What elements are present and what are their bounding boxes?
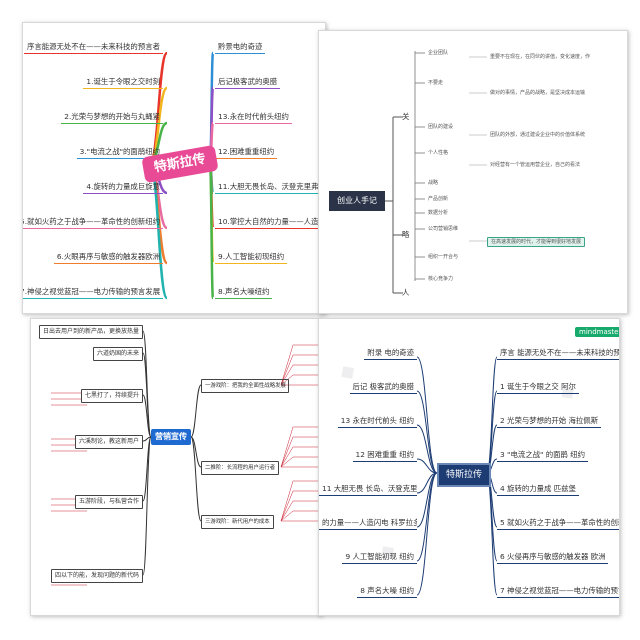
leaf-line bbox=[280, 364, 294, 386]
mindmaster-central-topic[interactable]: 特斯拉传 bbox=[437, 463, 491, 487]
leaf-line bbox=[280, 374, 294, 386]
branch-line bbox=[142, 436, 152, 442]
leaf-line bbox=[280, 500, 294, 522]
tree-sub-node[interactable]: 企业团队 bbox=[428, 50, 449, 56]
tree-sub-node[interactable]: 团队的建设 bbox=[428, 124, 454, 130]
tree-sub-node[interactable]: 产品创新 bbox=[428, 196, 449, 202]
mindmap-panel-colorful: 序言能源无处不在——未来科技的预言者 1.诞生于令眼之交时刻 2.光荣与梦想的开始与… bbox=[22, 22, 326, 314]
tree-sub-node[interactable]: 核心竞争力 bbox=[428, 276, 454, 282]
tree-sub-node[interactable]: 个人性格 bbox=[428, 150, 449, 156]
right-topic-node[interactable]: 12.困难重重纽约 bbox=[215, 146, 278, 159]
branch-line bbox=[190, 384, 202, 438]
branch-line bbox=[142, 330, 152, 438]
tree-detail-node[interactable]: 在高速发展的时代，才能得到很好地发展 bbox=[487, 237, 586, 247]
branch-line bbox=[486, 472, 498, 596]
tree-sub-node[interactable]: 不要走 bbox=[428, 80, 444, 86]
mindmaster-right-node[interactable]: 6 火侵再序与敏感的触发器 欧洲 bbox=[497, 551, 609, 564]
leaf-line bbox=[280, 354, 294, 386]
mindmaster-right-node[interactable]: 7 神侵之视觉蓝冠——电力传输的预言发展 bbox=[497, 585, 619, 598]
mindmap-panel-marketing: 营销宣传 日出去用户到的新产品，更换放热量六道奶国的未来七黑打了，持续提升六溪制… bbox=[30, 318, 322, 616]
tree-detail-node[interactable]: 对经营有一个管运用营企业，自己的看法 bbox=[490, 162, 581, 168]
tree-detail-node[interactable]: 做对的事情，产品的战略，是坚决成本运输 bbox=[490, 90, 586, 96]
branch-line bbox=[416, 356, 438, 474]
branch-line bbox=[416, 424, 438, 474]
tree-branch-node[interactable]: 略 bbox=[402, 230, 410, 239]
mindmaster-right-node[interactable]: 3 "电流之战" 的面鹃 纽约 bbox=[497, 449, 589, 462]
branch-line bbox=[142, 352, 152, 438]
marketing-left-node[interactable]: 六溪制论，教这新用户 bbox=[74, 435, 143, 449]
right-topic-node[interactable]: 11.大胆无畏长岛、沃登克里弗 bbox=[215, 181, 322, 194]
leaf-line bbox=[280, 510, 294, 522]
marketing-right-node[interactable]: 一游戏阶：把我的全面性战略发展 bbox=[201, 379, 289, 393]
branch-line bbox=[486, 356, 498, 474]
marketing-left-node[interactable]: 日出去用户到的新产品，更换放热量 bbox=[38, 325, 143, 339]
mindmaster-right-node[interactable]: 4 旋转的力量成 匹兹堡 bbox=[497, 483, 579, 496]
branch-line bbox=[416, 472, 438, 562]
left-topic-node[interactable]: 3."电流之战"的面鹃纽约 bbox=[76, 146, 163, 159]
tree-branch-lines bbox=[385, 51, 487, 294]
right-topic-node[interactable]: 9.人工智能初现纽约 bbox=[215, 251, 288, 264]
left-topic-node[interactable]: 2.光荣与梦想的开始与丸蝇紧 bbox=[61, 111, 163, 124]
mindmaster-left-node[interactable]: 12 困难重重 纽约 bbox=[352, 449, 417, 462]
mindmaster-left-node[interactable]: 13 永在时代前头 纽约 bbox=[337, 415, 417, 428]
mindmap-panel-tree: 创业人手记 关略人 企业团队不要走团队的建设个人性格战略产品创新数据分析公司营销思… bbox=[318, 30, 628, 314]
leaf-line bbox=[280, 480, 294, 522]
marketing-left-node[interactable]: 五游阶段，与私营合作 bbox=[74, 495, 143, 509]
leaf-line bbox=[280, 426, 294, 468]
leaf-line bbox=[280, 446, 294, 468]
leaf-line bbox=[280, 344, 294, 386]
mindmaster-left-node[interactable]: 附录 电的奇迹 bbox=[364, 347, 417, 360]
tree-branch-node[interactable]: 关 bbox=[402, 112, 410, 121]
tree-sub-node[interactable]: 公司营销思维 bbox=[428, 226, 459, 232]
marketing-right-node[interactable]: 二推阶：长流程的用户运行者 bbox=[201, 461, 280, 475]
left-topic-node[interactable]: 序言能源无处不在——未来科技的预言者 bbox=[23, 41, 163, 54]
mindmaster-left-node[interactable]: 后记 极客武的奥腊 bbox=[349, 381, 417, 394]
mindmaster-right-node[interactable]: 1 诞生于今眼之交 阿尔 bbox=[497, 381, 579, 394]
tree-sub-node[interactable]: 战略 bbox=[428, 180, 439, 186]
marketing-left-node[interactable]: 六道奶国的未来 bbox=[92, 347, 143, 361]
mindmaster-left-node[interactable]: 9 人工智能初现 纽约 bbox=[342, 551, 417, 564]
left-topic-node[interactable]: 7.神侵之视觉蓝冠——电力传输的预言发展 bbox=[23, 286, 163, 299]
branch-line bbox=[486, 390, 498, 474]
tree-central-topic[interactable]: 创业人手记 bbox=[329, 191, 385, 211]
leaf-line bbox=[280, 456, 294, 468]
tree-branch-node[interactable]: 人 bbox=[402, 288, 410, 297]
left-topic-node[interactable]: 5.就如火药之于战争——革命性的创新纽约 bbox=[23, 216, 163, 229]
branch-line bbox=[142, 394, 152, 438]
tree-sub-node[interactable]: 数据分析 bbox=[428, 210, 449, 216]
mindmaster-badge: mindmaster bbox=[575, 327, 619, 337]
branch-line bbox=[416, 472, 438, 596]
tree-sub-node[interactable]: 组织一开合与 bbox=[428, 254, 459, 260]
branch-line bbox=[190, 436, 202, 522]
mindmaster-right-node[interactable]: 5 就如火药之于战争——革命性的创新 纽约 bbox=[497, 517, 619, 530]
tree-detail-node[interactable]: 团队的外部，通过建设企业中的价值体系统 bbox=[490, 132, 586, 138]
mindmaster-left-node[interactable]: 8 声名大噪 纽约 bbox=[357, 585, 417, 598]
right-topic-node[interactable]: 后记极客武的奥腊 bbox=[215, 76, 281, 89]
marketing-left-node[interactable]: 七黑打了，持续提升 bbox=[80, 389, 143, 403]
marketing-central-topic[interactable]: 营销宣传 bbox=[151, 429, 191, 445]
branch-line bbox=[416, 458, 438, 474]
branch-line bbox=[142, 436, 152, 576]
mindmaster-left-node[interactable]: 的力量——人造闪电 科罗拉多斯普林斯 bbox=[319, 517, 417, 530]
marketing-left-node[interactable]: 四以下的能，发现问题的新代码 bbox=[50, 569, 143, 583]
mindmaster-right-node[interactable]: 2 光荣与梦想的开始 海拉佩斯 bbox=[497, 415, 602, 428]
mindmaster-left-node[interactable]: 11 大胆无畏 长岛、沃登克里弗 bbox=[319, 483, 417, 496]
leaf-line bbox=[280, 490, 294, 522]
left-topic-node[interactable]: 4.旋转的力量成巨旋意 bbox=[83, 181, 163, 194]
left-topic-node[interactable]: 6.火眼再序与敏感的触发器欧洲 bbox=[53, 251, 163, 264]
marketing-right-node[interactable]: 三游戏阶：新代用户的成本 bbox=[201, 515, 274, 529]
leaf-line bbox=[280, 436, 294, 468]
branch-line bbox=[416, 390, 438, 474]
right-topic-node[interactable]: 8.声名大噪纽约 bbox=[215, 286, 273, 299]
left-topic-node[interactable]: 1.诞生于令眼之交时刻 bbox=[83, 76, 163, 89]
right-topic-node[interactable]: 13.永在时代前头纽约 bbox=[215, 111, 292, 124]
mindmaster-right-node[interactable]: 序言 能源无处不在——未来科技的预言者 bbox=[497, 347, 619, 360]
right-topic-node[interactable]: 黔景电的奇迹 bbox=[215, 41, 266, 54]
tree-detail-node[interactable]: 重要不在现在，在同伙的讲值，变化速度，作 bbox=[490, 54, 591, 60]
